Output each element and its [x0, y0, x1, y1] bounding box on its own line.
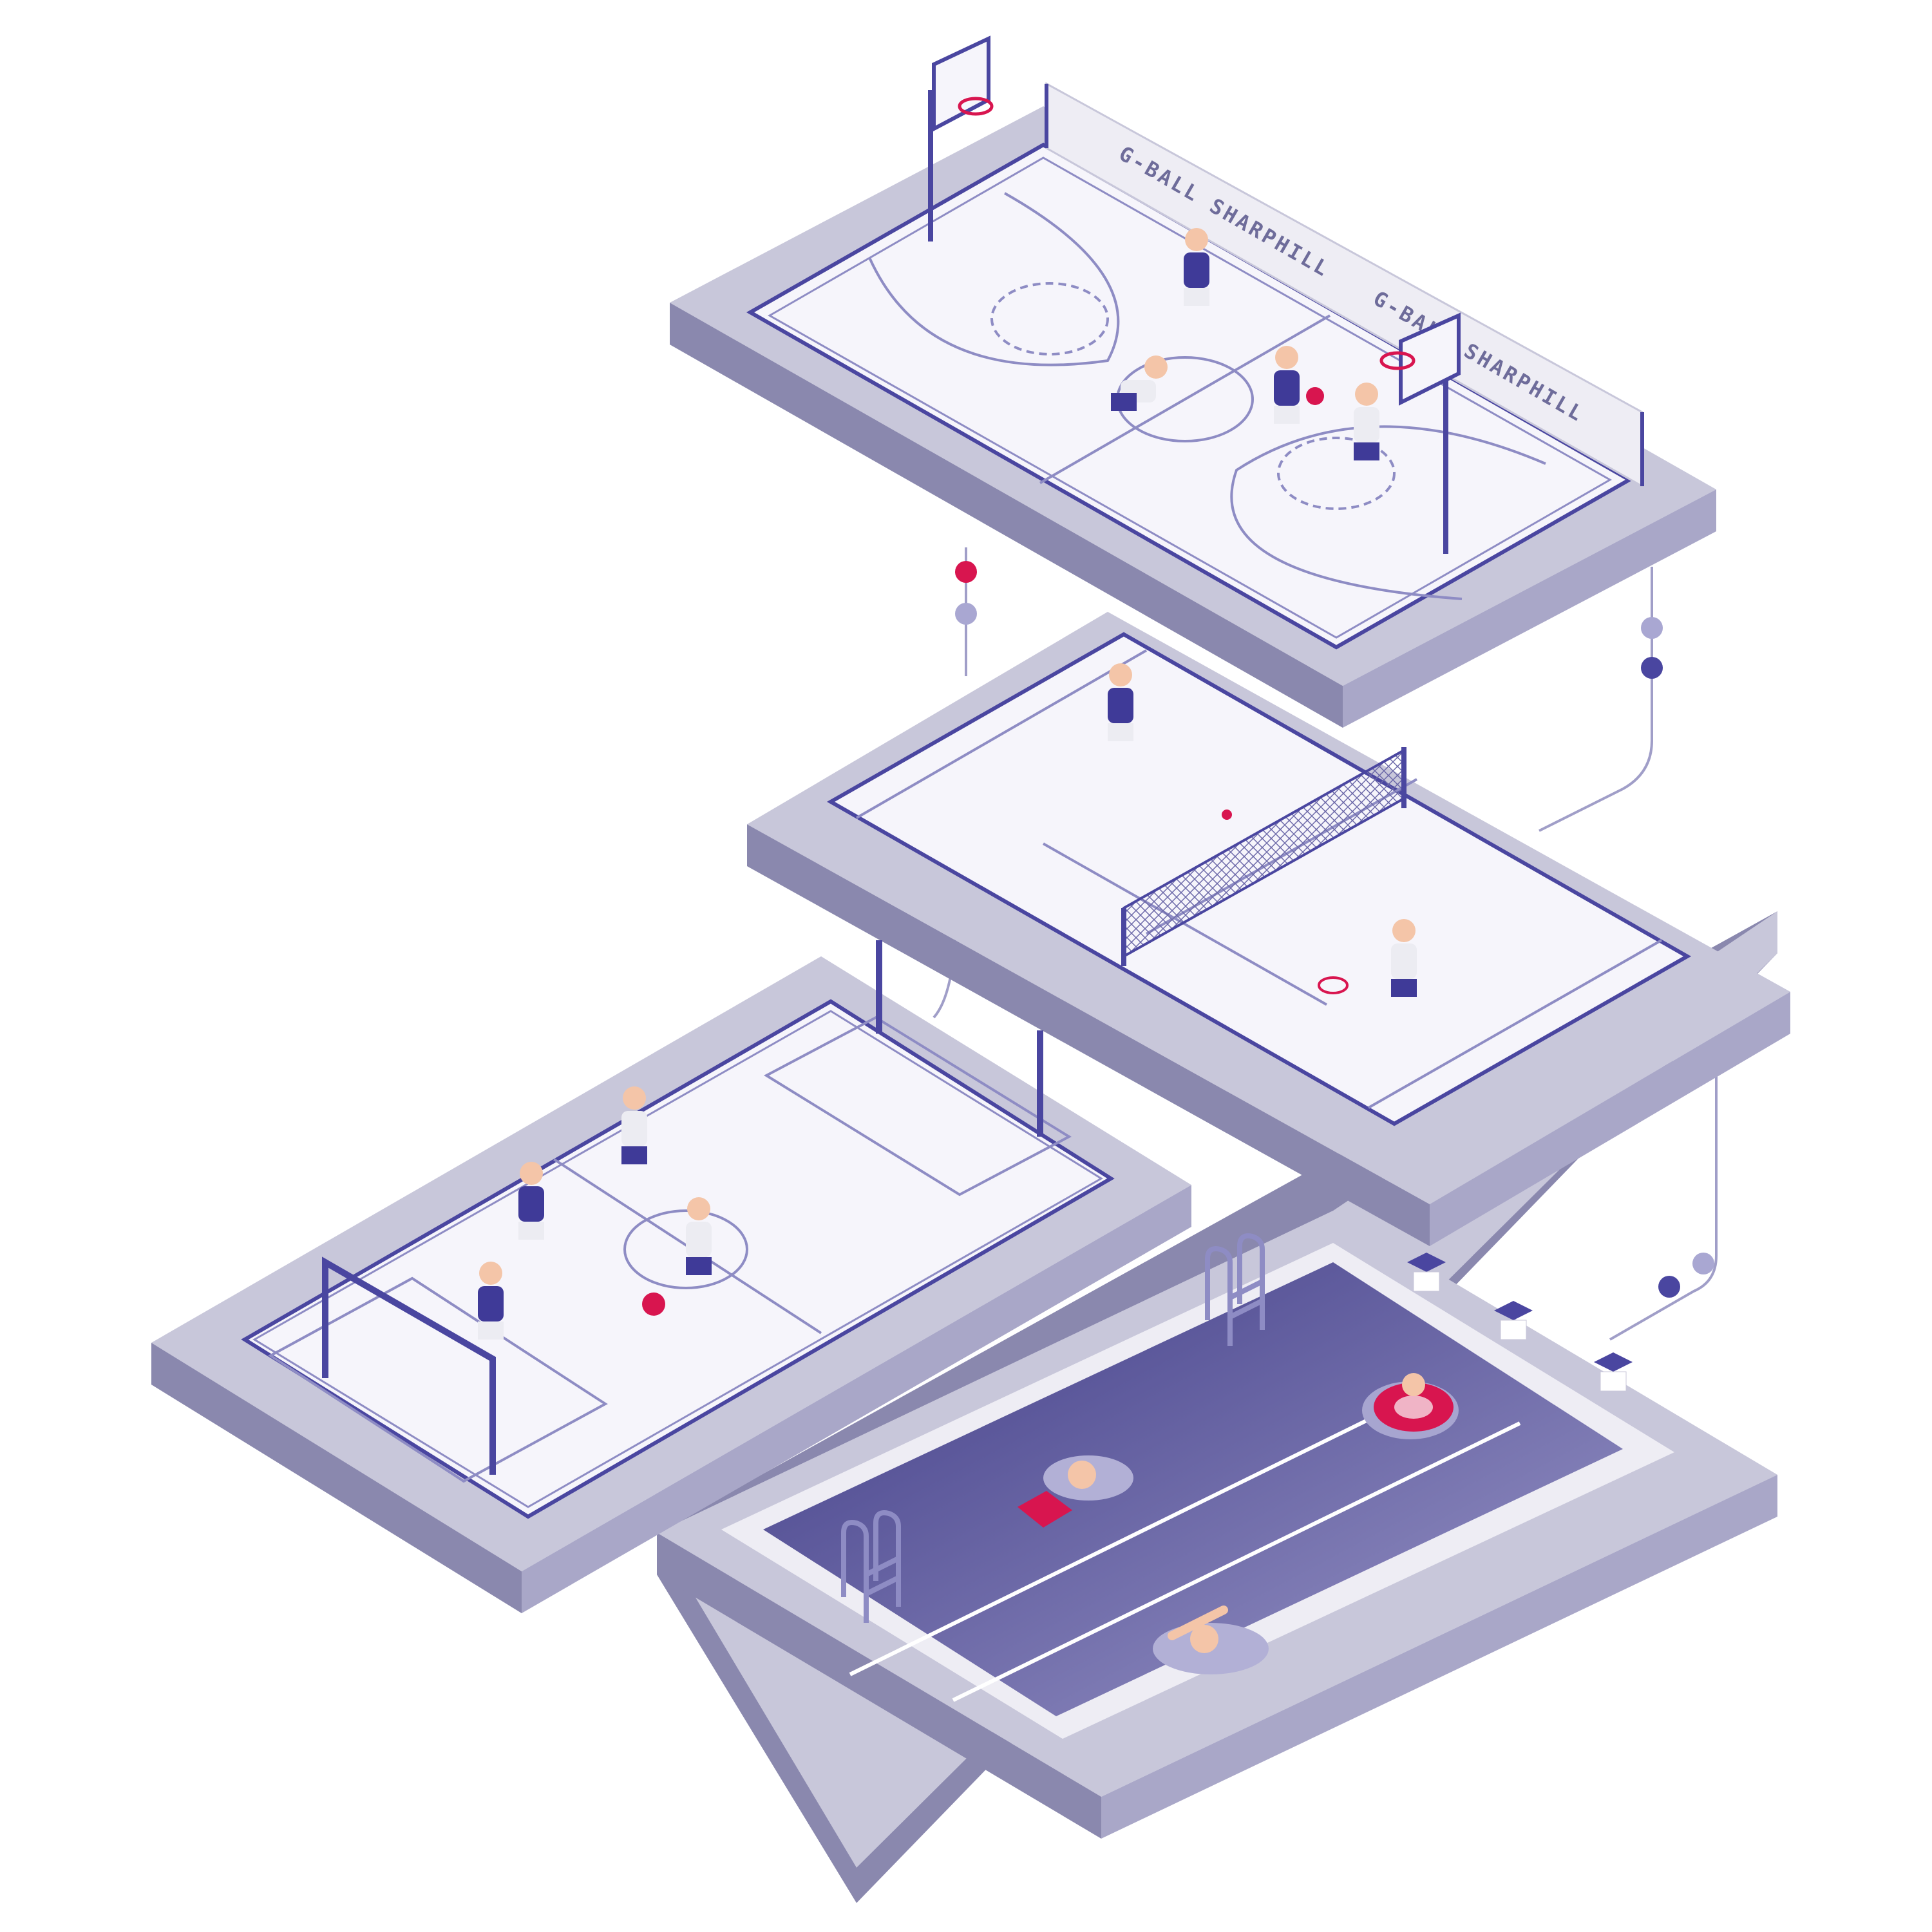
tennis-net-icon	[1121, 747, 1406, 966]
soccer-player	[686, 1197, 712, 1275]
soccer-platform	[151, 940, 1191, 1613]
tennis-racket-icon	[1318, 976, 1349, 994]
pool-lamp	[1407, 1253, 1446, 1292]
basketball-player	[1184, 228, 1209, 306]
goalkeeper	[478, 1262, 504, 1340]
soccer-ball	[642, 1293, 665, 1316]
tennis-player	[1108, 663, 1133, 741]
swimmer-with-ring	[1362, 1373, 1459, 1439]
swimmer-freestyle	[1153, 1605, 1269, 1674]
soccer-goal-icon	[322, 1256, 496, 1475]
basketball-player	[1354, 383, 1379, 460]
connector-dot-light	[1692, 1253, 1714, 1274]
connector-dot-light	[1641, 617, 1663, 639]
pool-lamp	[1494, 1301, 1533, 1340]
tennis-platform	[747, 612, 1790, 1246]
basketball-hoop-icon	[1379, 312, 1461, 554]
three-point-arc-bottom	[1230, 425, 1546, 600]
penalty-box-top	[763, 1016, 1072, 1197]
connector-dots	[955, 561, 1714, 1298]
connector-dot-dark	[1658, 1276, 1680, 1298]
soccer-player	[621, 1086, 647, 1164]
connector-dot-light	[955, 603, 977, 625]
pool-lamp	[1594, 1352, 1633, 1392]
tennis-ball	[1222, 810, 1232, 820]
soccer-player	[518, 1162, 544, 1240]
pool-ladder-icon	[841, 1510, 901, 1623]
connector-dot-red	[955, 561, 977, 583]
center-circle	[623, 1209, 748, 1289]
penalty-box-bottom	[268, 1276, 608, 1483]
connector-dot-dark	[1641, 657, 1663, 679]
basketball-player	[1111, 355, 1168, 411]
pool-ladder-icon	[1205, 1233, 1265, 1346]
kickboard	[1018, 1491, 1072, 1528]
swimmer-with-board	[1018, 1455, 1133, 1528]
basketball-platform: G-BALL SHARPHILL G-BALL SHARPHILL	[670, 35, 1716, 728]
basketball-hoop-icon	[928, 35, 994, 242]
basketball-ball	[1306, 387, 1324, 405]
three-point-arc-top	[868, 192, 1120, 366]
tennis-player	[1318, 919, 1417, 997]
basketball-player	[1274, 346, 1300, 424]
